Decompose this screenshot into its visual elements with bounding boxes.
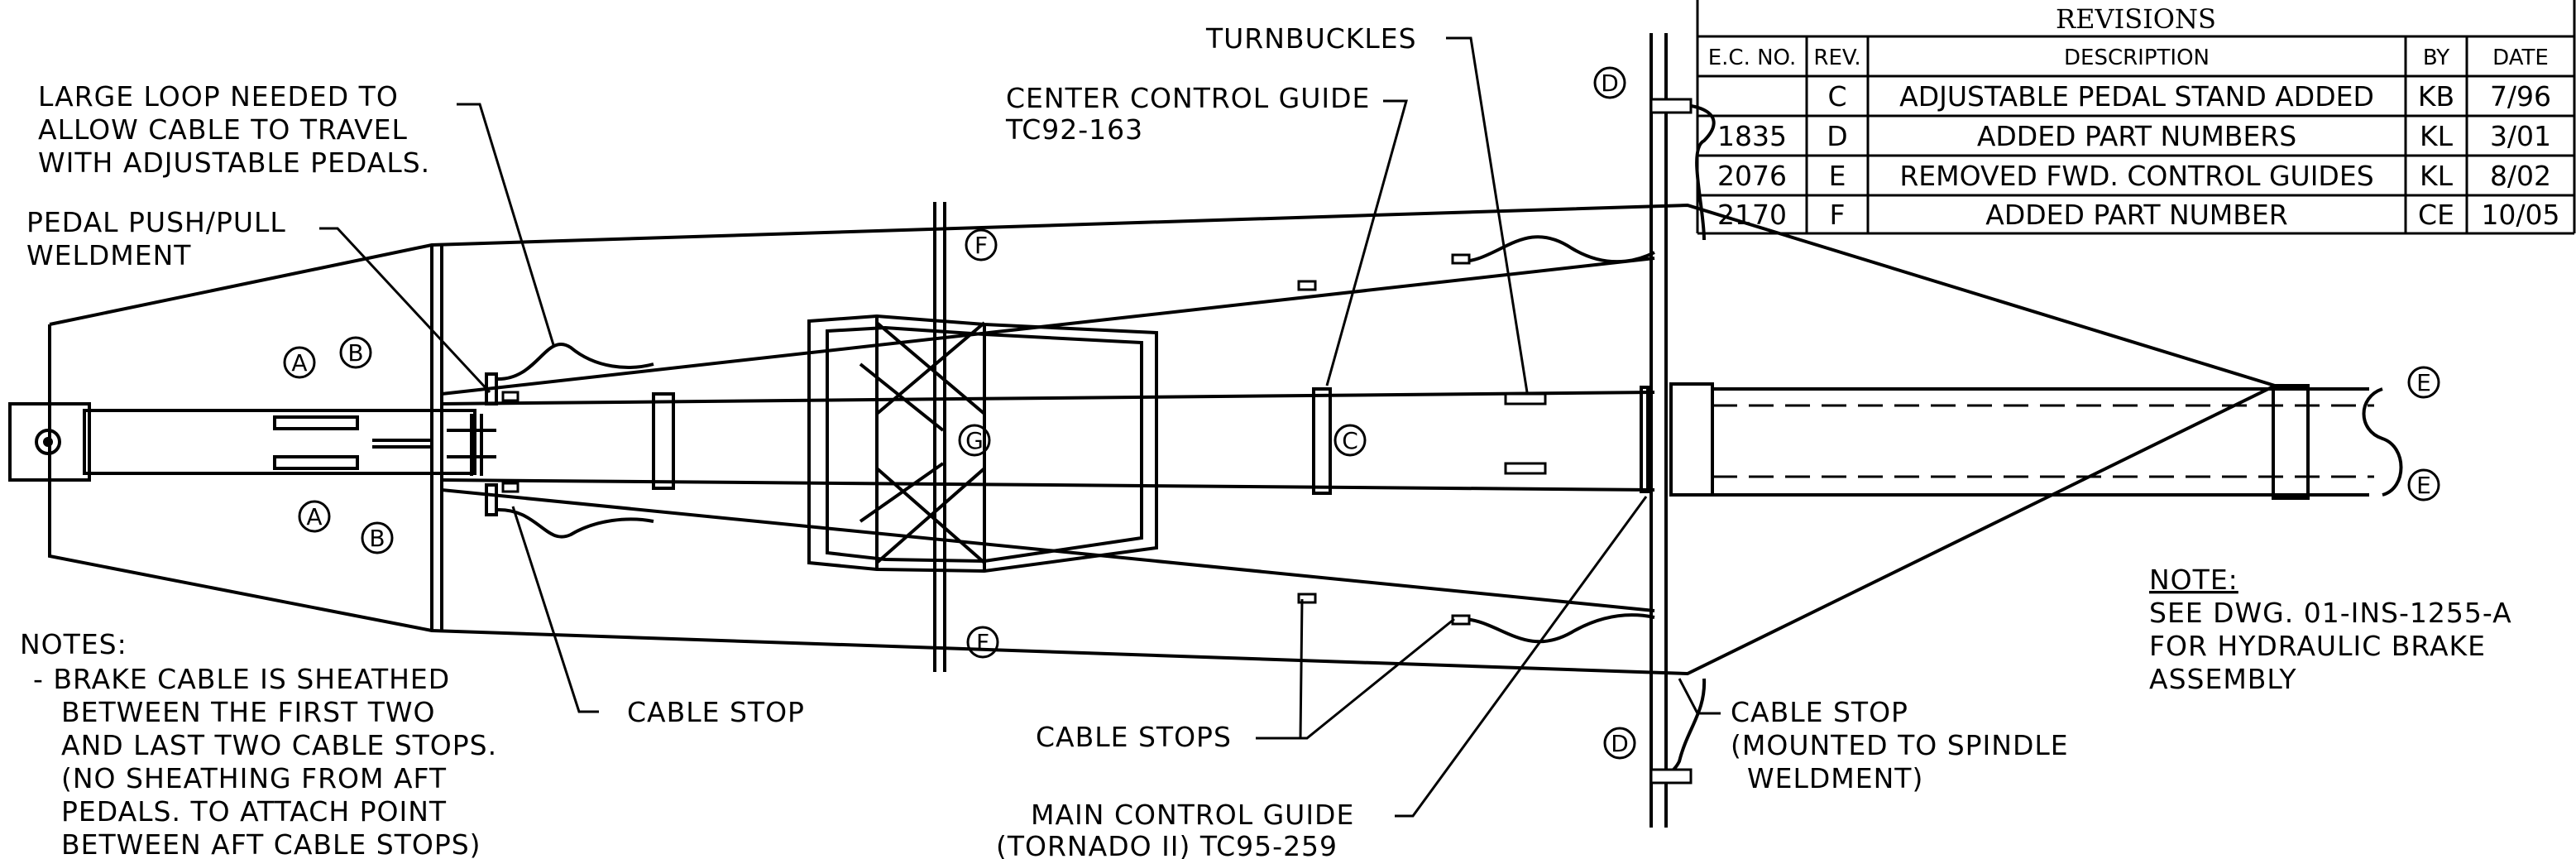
callout-line: WITH ADJUSTABLE PEDALS.	[38, 146, 430, 179]
callout-line: PEDAL PUSH/PULL	[26, 206, 286, 238]
leader-lines	[319, 36, 1721, 818]
cell-description: ADDED PART NUMBERS	[1977, 120, 2296, 152]
center-cage-weldment	[807, 314, 1158, 573]
revisions-table	[1696, 0, 2576, 235]
callout-cable-stop-left: CABLE STOP	[627, 696, 805, 728]
callout-main-control-guide: MAIN CONTROL GUIDE (TORNADO II) TC95-259	[996, 799, 1354, 859]
notes-line: BETWEEN THE FIRST TWO	[61, 696, 435, 728]
callout-line: CABLE STOP	[1731, 696, 1908, 728]
callout-turnbuckles: TURNBUCKLES	[1205, 22, 1417, 55]
marker-e-top: E	[2407, 366, 2440, 399]
revision-row: 2076 E REMOVED FWD. CONTROL GUIDES KL 8/…	[1717, 160, 2551, 192]
cell-date: 8/02	[2490, 160, 2551, 192]
callout-line: (TORNADO II) TC95-259	[996, 830, 1338, 859]
marker-label: A	[291, 349, 307, 377]
callout-line: (MOUNTED TO SPINDLE	[1731, 729, 2069, 761]
col-date: DATE	[2492, 46, 2549, 70]
callout-center-control-guide: CENTER CONTROL GUIDE TC92-163	[1005, 82, 1370, 146]
notes-line: PEDALS. TO ATTACH POINT	[61, 795, 447, 828]
marker-label: G	[965, 427, 984, 454]
notes-line: (NO SHEATHING FROM AFT	[61, 762, 447, 794]
cell-date: 3/01	[2490, 120, 2551, 152]
marker-label: B	[347, 339, 363, 367]
marker-label: F	[976, 629, 989, 656]
cell-date: 10/05	[2481, 199, 2559, 231]
cell-date: 7/96	[2490, 80, 2551, 113]
marker-a-bottom: A	[298, 500, 331, 533]
note-line: SEE DWG. 01-INS-1255-A	[2149, 597, 2512, 629]
marker-d-top: D	[1593, 66, 1626, 99]
marker-d-bottom: D	[1603, 727, 1636, 760]
callout-large-loop: LARGE LOOP NEEDED TO ALLOW CABLE TO TRAV…	[38, 80, 430, 179]
cell-description: ADDED PART NUMBER	[1985, 199, 2287, 231]
revision-row: 2170 F ADDED PART NUMBER CE 10/05	[1717, 199, 2560, 231]
callout-line: WELDMENT	[26, 239, 191, 271]
note-heading: NOTE:	[2149, 564, 2238, 596]
callout-cable-stop-right: CABLE STOP (MOUNTED TO SPINDLE WELDMENT)	[1731, 696, 2069, 794]
marker-label: E	[2416, 472, 2431, 499]
cell-by: CE	[2418, 199, 2454, 231]
notes-line: - BRAKE CABLE IS SHEATHED	[33, 663, 450, 695]
note-line: FOR HYDRAULIC BRAKE	[2149, 630, 2486, 662]
callout-line: MAIN CONTROL GUIDE	[1031, 799, 1354, 831]
marker-b-bottom: B	[361, 521, 394, 554]
cell-ec-no: 2076	[1717, 160, 1787, 192]
brake-cables	[496, 103, 1716, 777]
marker-f-bottom: F	[966, 626, 999, 659]
marker-b-top: B	[339, 336, 372, 369]
callout-line: LARGE LOOP NEEDED TO	[38, 80, 399, 113]
center-control-guide	[1312, 387, 1332, 495]
marker-label: B	[369, 525, 385, 552]
col-rev: REV.	[1813, 46, 1860, 70]
notes-line: AND LAST TWO CABLE STOPS.	[61, 729, 497, 761]
callout-line: WELDMENT)	[1747, 762, 1923, 794]
cell-rev: D	[1827, 120, 1847, 152]
revisions-header: E.C. NO. REV. DESCRIPTION BY DATE	[1708, 46, 2549, 70]
pedal-assembly	[273, 372, 675, 516]
marker-g: G	[958, 424, 991, 457]
cell-by: KL	[2420, 160, 2454, 192]
col-description: DESCRIPTION	[2064, 46, 2210, 70]
callout-line: CENTER CONTROL GUIDE	[1006, 82, 1370, 114]
marker-label: C	[1342, 427, 1358, 454]
marker-c: C	[1333, 424, 1367, 457]
marker-a-top: A	[283, 346, 316, 379]
notes-heading: NOTES:	[20, 628, 127, 660]
col-by: BY	[2423, 46, 2449, 70]
marker-label: A	[306, 503, 322, 530]
note-right-block: NOTE: SEE DWG. 01-INS-1255-A FOR HYDRAUL…	[2149, 564, 2512, 695]
cable-stops	[501, 98, 1693, 785]
marker-label: E	[2416, 369, 2431, 396]
callout-line: TC92-163	[1005, 113, 1143, 146]
col-ec-no: E.C. NO.	[1708, 46, 1797, 70]
revisions-title: REVISIONS	[2056, 3, 2216, 35]
note-line: ASSEMBLY	[2149, 663, 2297, 695]
cell-by: KB	[2418, 80, 2454, 113]
callout-cable-stops: CABLE STOPS	[1036, 721, 1232, 753]
notes-block: NOTES: - BRAKE CABLE IS SHEATHED BETWEEN…	[20, 628, 497, 859]
marker-label: F	[974, 232, 988, 259]
callout-line: ALLOW CABLE TO TRAVEL	[38, 113, 408, 146]
marker-f-top: F	[965, 228, 998, 262]
notes-line: BETWEEN AFT CABLE STOPS)	[61, 828, 481, 859]
marker-label: D	[1611, 730, 1629, 757]
cell-by: KL	[2420, 120, 2454, 152]
revision-row: C ADJUSTABLE PEDAL STAND ADDED KB 7/96	[1827, 80, 2551, 113]
cell-rev: C	[1827, 80, 1846, 113]
cell-rev: F	[1830, 199, 1846, 231]
callout-pedal-push-pull: PEDAL PUSH/PULL WELDMENT	[26, 206, 286, 271]
revision-row: 1835 D ADDED PART NUMBERS KL 3/01	[1717, 120, 2551, 152]
marker-e-bottom: E	[2407, 468, 2440, 501]
cell-rev: E	[1829, 160, 1846, 192]
spindle-weldment	[1640, 33, 2403, 828]
marker-label: D	[1601, 70, 1619, 97]
cell-ec-no: 1835	[1717, 120, 1787, 152]
cell-description: REMOVED FWD. CONTROL GUIDES	[1899, 160, 2373, 192]
cell-description: ADJUSTABLE PEDAL STAND ADDED	[1899, 80, 2374, 113]
